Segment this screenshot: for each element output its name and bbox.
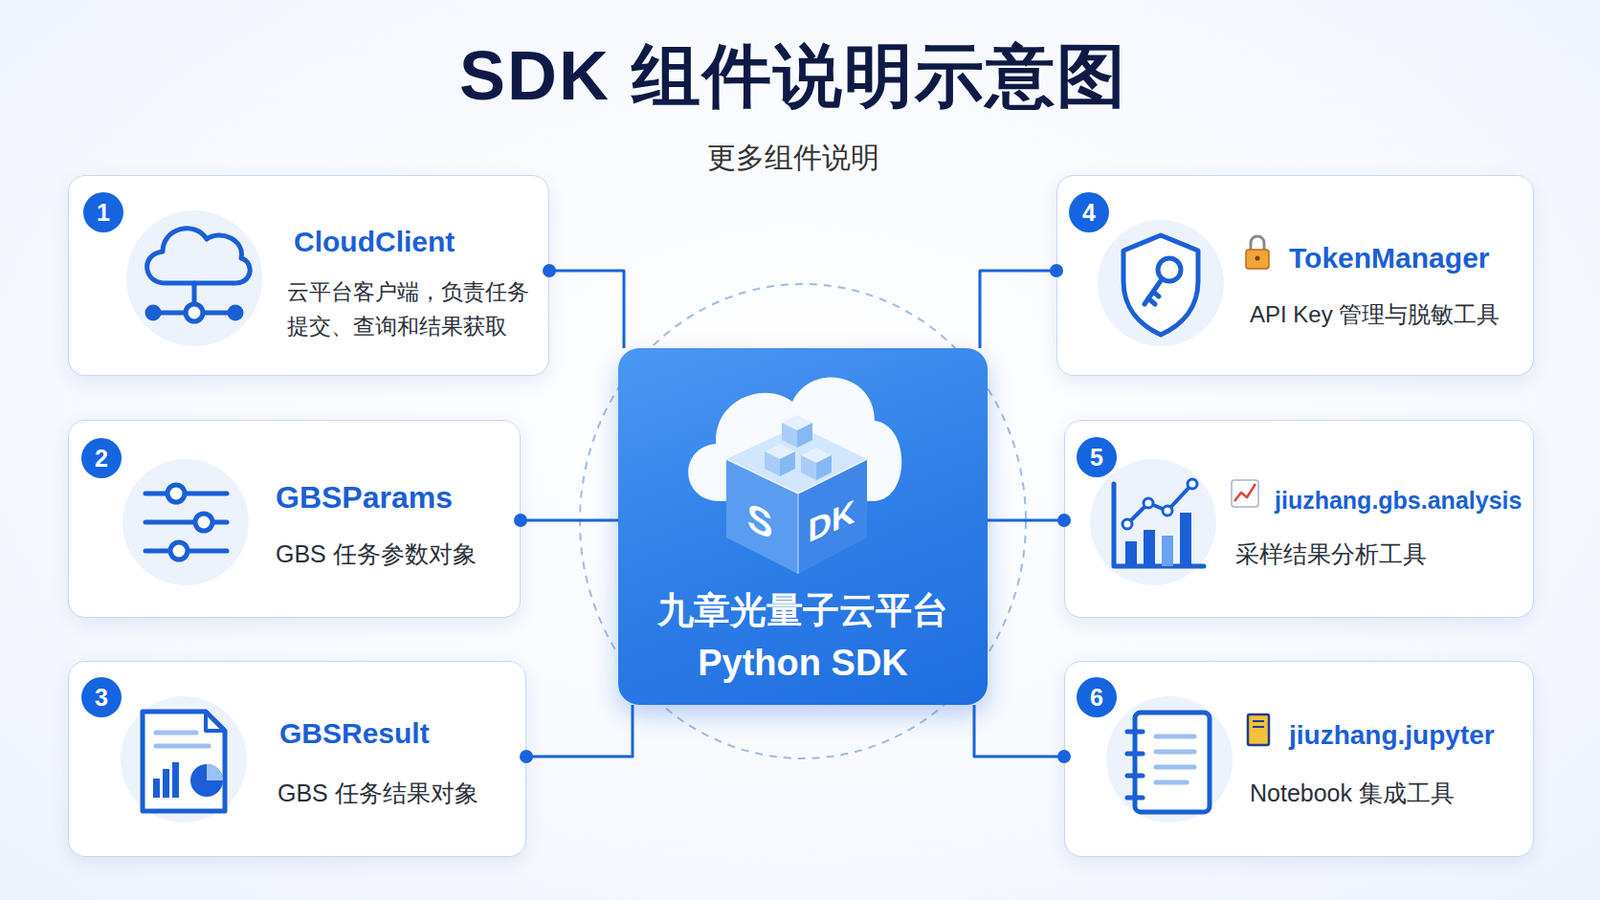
slider-icon xyxy=(145,485,227,560)
component-card: jiuzhang.gbs.analysis 采样结果分析工具 xyxy=(1064,420,1534,619)
cube-letter: S xyxy=(747,494,774,550)
icon-disc xyxy=(126,210,263,347)
node-heading: GBSResult xyxy=(279,716,430,752)
shield-icon xyxy=(1123,235,1199,335)
node-description: 云平台客户端，负责任务提交、查询和结果获取 xyxy=(287,274,534,344)
diagram-title: SDK 组件说明示意图 xyxy=(459,30,1128,123)
sdk-cube-illustration xyxy=(688,377,902,575)
trend-glyph xyxy=(1231,480,1259,508)
icon-disc xyxy=(1097,220,1224,347)
icon-disc xyxy=(120,696,247,823)
lock-glyph xyxy=(1245,236,1269,269)
icon-disc xyxy=(122,459,249,586)
node-heading: jiuzhang.jupyter xyxy=(1288,719,1495,753)
callout-number: 6 xyxy=(1076,677,1117,718)
node-heading: CloudClient xyxy=(293,224,455,260)
hub-box: 九章光量子云平台 Python SDK xyxy=(618,348,988,706)
cube-letter: DK xyxy=(807,492,855,552)
connector-dot xyxy=(519,750,534,764)
node-description: GBS 任务参数对象 xyxy=(275,537,477,571)
node-heading: 九章光量子云平台 Python SDK xyxy=(640,584,966,690)
node-description: API Key 管理与脱敏工具 xyxy=(1249,299,1500,331)
chart-icon xyxy=(1113,479,1204,567)
document-icon xyxy=(142,711,225,812)
icon-disc xyxy=(1106,696,1233,823)
subtitle: 更多组件说明 xyxy=(707,138,880,178)
connector-line xyxy=(520,519,619,523)
connector-dot xyxy=(1057,750,1071,764)
callout-number: 5 xyxy=(1076,437,1117,478)
component-card: TokenManagerAPI Key 管理与脱敏工具 xyxy=(1056,175,1534,377)
callout-number: 4 xyxy=(1068,192,1110,233)
connector-line xyxy=(974,705,1065,757)
cloud-icon xyxy=(147,228,251,322)
callout-number: 1 xyxy=(83,192,124,233)
notebook-icon xyxy=(1127,712,1210,813)
connector-dot xyxy=(1049,264,1064,278)
component-card: GBSResultGBS 任务结果对象 xyxy=(67,661,527,858)
connector-dot xyxy=(1057,513,1071,528)
orbit-ring xyxy=(579,284,1026,759)
icon-backgrounds xyxy=(120,210,1233,823)
node-description: 采样结果分析工具 xyxy=(1235,537,1427,571)
book-glyph xyxy=(1247,714,1269,746)
node-heading: GBSParams xyxy=(275,479,453,516)
connector-dot xyxy=(542,264,556,278)
callout-number: 2 xyxy=(81,438,122,479)
icon-disc xyxy=(1089,459,1217,586)
connector-line xyxy=(987,519,1065,523)
connector-dot xyxy=(513,513,528,528)
connector-line xyxy=(549,270,624,349)
node-description: Notebook 集成工具 xyxy=(1249,777,1455,810)
component-card: GBSParamsGBS 任务参数对象 xyxy=(67,420,521,619)
callout-number: 3 xyxy=(81,677,122,718)
node-description: GBS 任务结果对象 xyxy=(277,777,479,810)
connector-line xyxy=(526,705,633,757)
connector-line xyxy=(979,270,1057,349)
node-heading: TokenManager xyxy=(1288,241,1490,276)
node-heading: jiuzhang.gbs.analysis xyxy=(1274,485,1522,516)
component-card: CloudClient 云平台客户端，负责任务提交、查询和结果获取 xyxy=(67,175,550,377)
component-card: jiuzhang.jupyterNotebook 集成工具 xyxy=(1064,661,1534,858)
